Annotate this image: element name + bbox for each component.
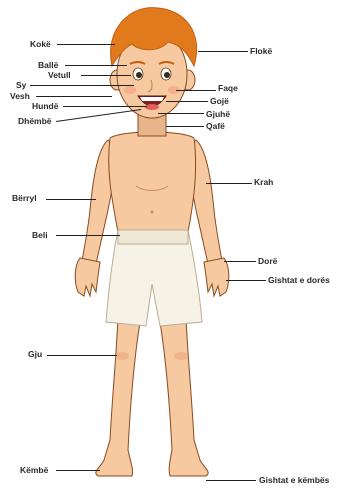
leader-koke: [57, 44, 115, 45]
leader-vetull: [81, 75, 131, 76]
label-gishtat-dores: Gishtat e dorës: [268, 275, 330, 285]
leader-hunde: [63, 106, 147, 107]
label-qafe: Qafë: [206, 121, 225, 131]
label-gju: Gju: [28, 349, 42, 359]
pupil: [164, 72, 170, 78]
label-hunde: Hundë: [32, 101, 58, 111]
cheek: [124, 86, 136, 94]
leader-krah: [206, 183, 252, 184]
label-dhembe: Dhëmbë: [18, 116, 52, 126]
leader-gju: [47, 355, 117, 356]
label-vesh: Vesh: [10, 91, 30, 101]
label-goje: Gojë: [210, 96, 229, 106]
knee-shade: [174, 352, 188, 360]
leader-gjuhe: [158, 113, 204, 114]
label-beli: Beli: [32, 230, 48, 240]
leader-beli: [56, 235, 120, 236]
leader-qafe: [166, 126, 204, 127]
label-gishtat-kembes: Gishtat e këmbës: [259, 475, 329, 485]
leader-vesh: [36, 96, 112, 97]
tongue: [145, 104, 159, 110]
label-kembe: Këmbë: [20, 465, 48, 475]
leader-faqe: [176, 90, 216, 91]
label-berryl: Bërryl: [12, 193, 37, 203]
label-sy: Sy: [16, 80, 26, 90]
leader-dore: [224, 261, 256, 262]
label-floke: Flokë: [250, 46, 272, 56]
leader-berryl: [46, 199, 96, 200]
leader-sy: [30, 85, 134, 86]
leader-goje: [166, 101, 208, 102]
label-faqe: Faqe: [218, 83, 238, 93]
label-gjuhe: Gjuhë: [206, 109, 230, 119]
label-krah: Krah: [254, 177, 273, 187]
leader-gishtat-dores: [226, 280, 266, 281]
label-dore: Dorë: [258, 256, 277, 266]
pupil: [136, 72, 142, 78]
waistband: [118, 230, 188, 244]
teeth: [140, 97, 164, 101]
leader-gishtat-kembes: [206, 480, 256, 481]
torso: [109, 132, 196, 232]
label-vetull: Vetull: [48, 70, 71, 80]
legs: [96, 318, 208, 476]
knee-shade: [115, 352, 129, 360]
navel: [151, 211, 154, 214]
leader-balle: [65, 65, 127, 66]
leader-floke: [198, 51, 248, 52]
label-koke: Kokë: [30, 39, 51, 49]
label-balle: Ballë: [38, 60, 58, 70]
leader-kembe: [56, 470, 100, 471]
